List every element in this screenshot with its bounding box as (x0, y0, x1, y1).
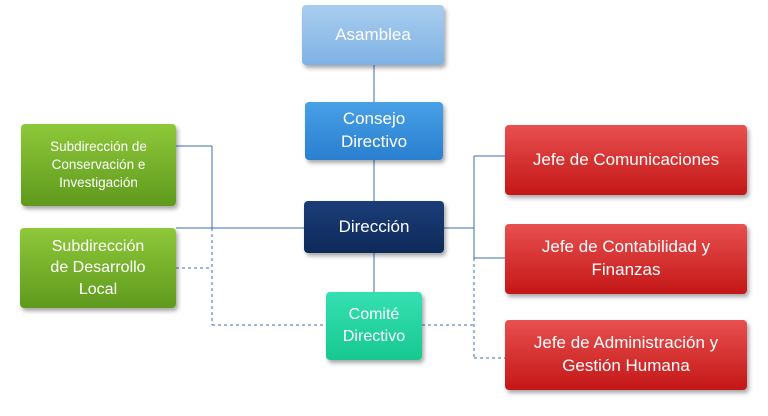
node-subdireccion-desarrollo-label: Subdirección de Desarrollo Local (50, 237, 146, 298)
node-jefe-contabilidad: Jefe de Contabilidad y Finanzas (505, 224, 747, 294)
node-comite-directivo: Comité Directivo (326, 292, 422, 360)
node-asamblea-label: Asamblea (335, 24, 411, 44)
node-subdireccion-conservacion: Subdirección de Conservación e Investiga… (21, 124, 176, 206)
node-jefe-comunicaciones: Jefe de Comunicaciones (505, 125, 747, 195)
node-consejo-directivo: Consejo Directivo (305, 102, 443, 160)
node-direccion-label: Dirección (338, 216, 410, 236)
node-asamblea: Asamblea (302, 5, 444, 65)
node-consejo-directivo-label: Consejo Directivo (340, 109, 408, 151)
node-subdireccion-desarrollo: Subdirección de Desarrollo Local (20, 228, 176, 308)
node-subdireccion-conservacion-label: Subdirección de Conservación e Investiga… (50, 138, 147, 191)
node-jefe-administracion-label: Jefe de Administración y Gestión Humana (533, 333, 719, 375)
node-jefe-contabilidad-label: Jefe de Contabilidad y Finanzas (541, 237, 711, 279)
node-comite-directivo-label: Comité Directivo (342, 306, 406, 345)
node-direccion: Dirección (304, 201, 444, 253)
node-jefe-administracion: Jefe de Administración y Gestión Humana (505, 320, 747, 390)
node-jefe-comunicaciones-label: Jefe de Comunicaciones (532, 149, 720, 169)
